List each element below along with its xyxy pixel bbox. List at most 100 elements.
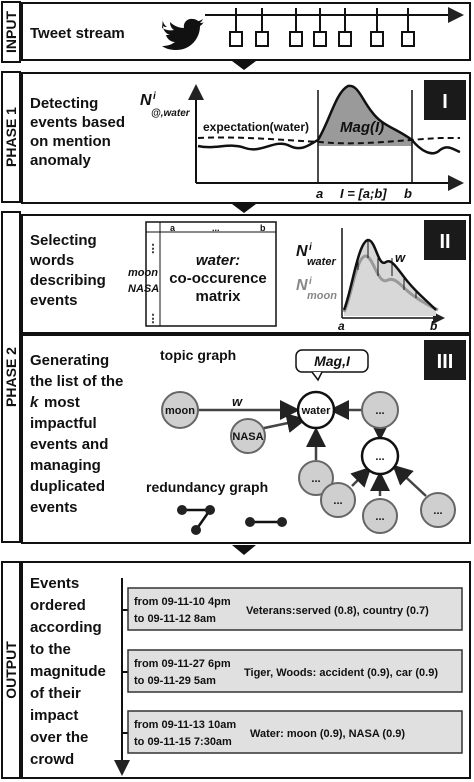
node-water: water — [296, 390, 336, 430]
tweet-marker — [255, 8, 269, 47]
step2-text-line: Selecting — [30, 232, 97, 249]
step1-ylabel: N — [140, 92, 152, 109]
cooccurrence-matrix: a ... b ⋮ ⋮ moon NASA water: co-occurenc… — [128, 221, 277, 327]
step3-text-line: Generating — [30, 352, 109, 369]
step1-b-label: b — [404, 186, 412, 201]
tweet-marker — [289, 8, 303, 47]
step3-text-line: duplicated — [30, 478, 105, 495]
node-dots: ... — [362, 498, 398, 534]
tweet-marker — [370, 8, 384, 47]
phase-label-output: OUTPUT — [3, 641, 19, 699]
phase-label-2: PHASE 2 — [3, 347, 19, 407]
output-text-line: crowd — [30, 751, 74, 768]
step3-text-line: the list of the — [30, 373, 123, 390]
tweet-marker — [313, 8, 327, 47]
output-text-line: impact — [30, 707, 78, 724]
svg-text:i: i — [309, 242, 312, 253]
svg-text:⋮: ⋮ — [148, 313, 159, 325]
output-text-line: magnitude — [30, 663, 106, 680]
step2-hatch — [357, 240, 417, 298]
event-row: from 09-11-13 10am to 09-11-15 7:30am Wa… — [122, 710, 463, 754]
step2-badge — [424, 220, 466, 260]
redundancy-graph — [177, 505, 287, 535]
step2-b-label: b — [430, 319, 437, 333]
step1-text-line: events based — [30, 114, 125, 131]
step1-expectation-label: expectation(water) — [203, 120, 309, 134]
tweet-marker — [401, 8, 415, 47]
node-nasa: NASA — [230, 418, 266, 454]
node-dots: ... — [420, 492, 456, 528]
step2-text: Selecting words describing events — [29, 232, 106, 309]
event-words: Veterans:served (0.8), country (0.7) — [246, 605, 429, 617]
step1-expectation-line — [197, 136, 460, 145]
event-to: to 09-11-15 7:30am — [134, 736, 232, 748]
tweet-marker — [338, 8, 352, 47]
node-dots: ... — [360, 436, 400, 476]
output-text-line: to the — [30, 641, 71, 658]
step1-mag-label: Mag(I) — [340, 119, 384, 136]
event-row: from 09-11-10 4pm to 09-11-12 8am Vetera… — [122, 587, 463, 631]
matrix-title: water: — [196, 252, 240, 269]
step1-ylabel-sup: i — [153, 91, 156, 102]
edge-w-label: w — [232, 394, 243, 409]
svg-text:...: ... — [375, 451, 384, 463]
matrix-head-dots: ... — [212, 223, 220, 233]
svg-text:water: water — [301, 405, 331, 417]
step1-peak-area — [318, 85, 412, 146]
step3-text-line: most — [44, 394, 80, 411]
phase-bar-input: INPUT — [1, 1, 21, 63]
step1-badge-label: I — [442, 91, 448, 113]
output-text-line: Events — [30, 575, 79, 592]
event-from: from 09-11-10 4pm — [134, 596, 231, 608]
node-dots: ... — [361, 391, 399, 429]
n-water-label: N — [296, 243, 308, 260]
step2-w-label: w — [395, 250, 406, 265]
twitter-bird-icon — [162, 18, 204, 50]
phase-bar-2: PHASE 2 — [1, 211, 21, 543]
mag-callout — [295, 349, 369, 373]
step3-badge — [424, 340, 466, 380]
edge-d5 — [392, 464, 427, 497]
step1-a-label: a — [316, 186, 323, 201]
step1-badge — [424, 80, 466, 120]
phase-label-input: INPUT — [3, 11, 19, 53]
step3-text-line: managing — [30, 457, 101, 474]
svg-text:...: ... — [333, 495, 342, 507]
svg-text:NASA: NASA — [232, 431, 263, 443]
flow-arrow-1 — [232, 61, 256, 70]
input-section: Tweet stream — [21, 2, 471, 61]
matrix-row-moon: moon — [128, 267, 158, 279]
step1-text-line: Detecting — [30, 95, 98, 112]
node-dots: ... — [298, 460, 334, 496]
node-dots: ... — [320, 482, 356, 518]
flow-arrow-2 — [232, 204, 256, 213]
svg-text:moon: moon — [165, 405, 195, 417]
step1-text: Detecting events based on mention anomal… — [30, 95, 125, 169]
step3-text-line: events and — [30, 436, 108, 453]
phase-label-1: PHASE 1 — [3, 107, 19, 167]
event-words: Water: moon (0.9), NASA (0.9) — [250, 728, 405, 740]
tweet-markers — [229, 8, 415, 47]
step1-ylabel-sub: @,water — [151, 108, 191, 119]
svg-text:...: ... — [375, 405, 384, 417]
step3-k: k — [30, 394, 39, 411]
step2-text-line: events — [30, 292, 78, 309]
mag-callout-label: Mag,I — [314, 353, 351, 369]
event-words: Tiger, Woods: accident (0.9), car (0.9) — [244, 667, 438, 679]
step3-text: Generating the list of the k most impact… — [30, 352, 123, 516]
step3-badge-label: III — [437, 351, 454, 373]
step2-text-line: words — [29, 252, 74, 269]
event-to: to 09-11-29 5am — [134, 675, 216, 687]
step2-moon-line — [342, 254, 439, 313]
phase-bar-output: OUTPUT — [1, 561, 21, 779]
svg-text:⋮: ⋮ — [148, 243, 159, 255]
event-row: from 09-11-27 6pm to 09-11-29 5am Tiger,… — [122, 649, 463, 693]
event-from: from 09-11-27 6pm — [134, 658, 231, 670]
n-moon-label: N — [296, 277, 308, 294]
output-text-line: according — [30, 619, 102, 636]
output-text: Events ordered according to the magnitud… — [30, 575, 106, 768]
step1-interval-label: I = [a;b] — [340, 186, 387, 201]
redundancy-graph-label: redundancy graph — [146, 479, 268, 495]
svg-text:moon: moon — [307, 290, 337, 302]
